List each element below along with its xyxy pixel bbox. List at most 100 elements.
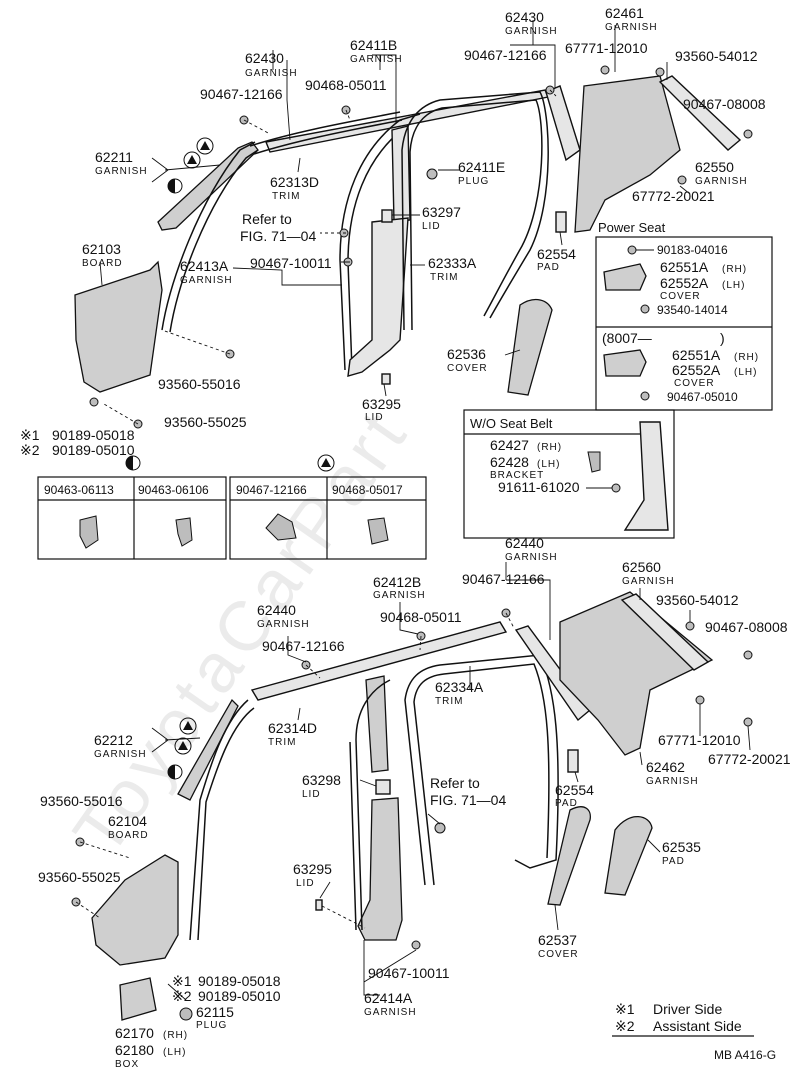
part-62414a-shape[interactable] <box>357 797 403 941</box>
part-62554-bottom-shape[interactable] <box>567 749 579 773</box>
half-circle-icon <box>167 178 183 194</box>
label-b-62554-name: PAD <box>555 798 578 809</box>
part-62537-shape[interactable] <box>547 806 591 906</box>
legend-text-1: Driver Side <box>653 1001 722 1017</box>
clip-90467-05010[interactable] <box>640 391 650 401</box>
label-refer-top-2: FIG. 71—04 <box>240 228 316 244</box>
clip-90467-12166-tbl-shape[interactable] <box>265 513 297 541</box>
clip-67772-20021[interactable] <box>677 175 687 185</box>
part-62412b-shape[interactable] <box>365 675 389 773</box>
part-62413a-shape[interactable] <box>347 217 409 377</box>
label-mark1-top: ※1 <box>20 427 40 443</box>
label-62430-left-num: 62430 <box>245 50 284 66</box>
label-b-67771-12010: 67771-12010 <box>658 732 741 748</box>
label-b-refer-2: FIG. 71—04 <box>430 792 506 808</box>
label-90467-12166-tbl: 90467-12166 <box>236 483 307 497</box>
part-62461-shape[interactable] <box>574 75 681 233</box>
label-62536-num: 62536 <box>447 346 486 362</box>
legend-mark-1: ※1 <box>615 1001 635 1017</box>
clip-b-67771-12010[interactable] <box>695 695 705 705</box>
clip-b-refer[interactable] <box>434 822 446 834</box>
label-62411e-name: PLUG <box>458 176 489 187</box>
part-63298-shape[interactable] <box>375 779 391 795</box>
label-b-62414a-name: GARNISH <box>364 1007 417 1018</box>
part-62411e-shape[interactable] <box>426 168 438 180</box>
label-b-62104-name: BOARD <box>108 830 149 841</box>
part-62333a-shape[interactable] <box>401 91 549 331</box>
part-62212-shape[interactable] <box>177 698 239 801</box>
label-b-mark1: ※1 <box>172 973 192 989</box>
part-62560-shape[interactable] <box>620 593 710 671</box>
label-62552a-ps2: 62552A <box>672 362 721 378</box>
part-63295-bottom-shape[interactable] <box>315 899 323 911</box>
label-62103-name: BOARD <box>82 258 123 269</box>
label-b-62535-num: 62535 <box>662 839 701 855</box>
diagram-code: MB A416-G <box>714 1048 776 1062</box>
label-b-63295-num: 63295 <box>293 861 332 877</box>
label-b-62180-num: 62180 <box>115 1042 154 1058</box>
label-90183-04016: 90183-04016 <box>657 243 728 257</box>
clip-b-67772-20021[interactable] <box>743 717 753 727</box>
label-cover-ps: COVER <box>660 291 701 302</box>
part-62411b-shape[interactable] <box>391 125 411 223</box>
label-b-63298-num: 63298 <box>302 772 341 788</box>
label-b-63298-name: LID <box>302 789 321 800</box>
clip-b-90467-10011[interactable] <box>411 940 421 950</box>
clip-93540-14014[interactable] <box>640 304 650 314</box>
legend-mark-2: ※2 <box>615 1018 635 1034</box>
label-b-62412b-name: GARNISH <box>373 590 426 601</box>
label-62411e-num: 62411E <box>458 159 505 175</box>
label-b-mark2: ※2 <box>172 988 192 1004</box>
clip-90189-05018[interactable] <box>89 397 99 407</box>
label-62551a-ps: 62551A <box>660 259 709 275</box>
clip-90183-04016[interactable] <box>627 245 637 255</box>
label-b-62537-num: 62537 <box>538 932 577 948</box>
part-63297-shape[interactable] <box>381 209 393 223</box>
part-62430-right-shape[interactable] <box>545 85 581 162</box>
label-90468-05017-tbl: 90468-05017 <box>332 483 403 497</box>
seat-cover-shape[interactable] <box>603 263 647 291</box>
label-b-62440-top-num: 62440 <box>505 535 544 551</box>
label-62313d-name: TRIM <box>272 191 300 202</box>
clip-b-93560-54012[interactable] <box>685 621 695 631</box>
part-62170-shape[interactable] <box>119 977 157 1021</box>
label-63297-name: LID <box>422 221 441 232</box>
clip-b-90467-08008[interactable] <box>743 650 753 660</box>
part-62314d-shape[interactable] <box>189 699 255 941</box>
label-62413a-num: 62413A <box>180 258 229 274</box>
label-67772-20021-top: 67772-20021 <box>632 188 715 204</box>
part-62462-shape[interactable] <box>559 591 714 756</box>
label-63295-top-num: 63295 <box>362 396 401 412</box>
clip-90467-08008[interactable] <box>743 129 753 139</box>
clip-90463-06106-shape[interactable] <box>175 517 193 547</box>
label-b-62314d-name: TRIM <box>268 737 296 748</box>
clip-91611-61020[interactable] <box>611 483 621 493</box>
part-62440-left-shape[interactable] <box>250 621 508 701</box>
part-62535-shape[interactable] <box>604 815 653 896</box>
part-63295-shape[interactable] <box>381 373 391 385</box>
label-b-62462-num: 62462 <box>646 759 685 775</box>
label-62313d-num: 62313D <box>270 174 319 190</box>
part-62536-shape[interactable] <box>507 298 553 396</box>
part-62313d-shape[interactable] <box>161 141 259 333</box>
label-62428: 62428 <box>490 454 529 470</box>
clip-90468-05017-tbl-shape[interactable] <box>367 517 389 545</box>
bracket-shape[interactable] <box>587 451 601 473</box>
part-62103-shape[interactable] <box>74 260 163 393</box>
b-pillar-shape[interactable] <box>623 421 669 531</box>
label-62550-num: 62550 <box>695 159 734 175</box>
label-b-62462-name: GARNISH <box>646 776 699 787</box>
part-62104-shape[interactable] <box>91 854 179 966</box>
label-b-90189-05018: 90189-05018 <box>198 973 281 989</box>
label-b-refer-1: Refer to <box>430 775 480 791</box>
clip-90463-06113-shape[interactable] <box>79 515 99 549</box>
part-62115-shape[interactable] <box>179 1007 193 1021</box>
seat-cover-2-shape[interactable] <box>603 349 647 377</box>
part-62550-shape[interactable] <box>658 75 742 151</box>
label-b-62560-num: 62560 <box>622 559 661 575</box>
clip-67771-12010[interactable] <box>600 65 610 75</box>
part-62554-shape[interactable] <box>555 211 567 233</box>
clip-93560-54012[interactable] <box>655 67 665 77</box>
label-62333a-name: TRIM <box>430 272 458 283</box>
